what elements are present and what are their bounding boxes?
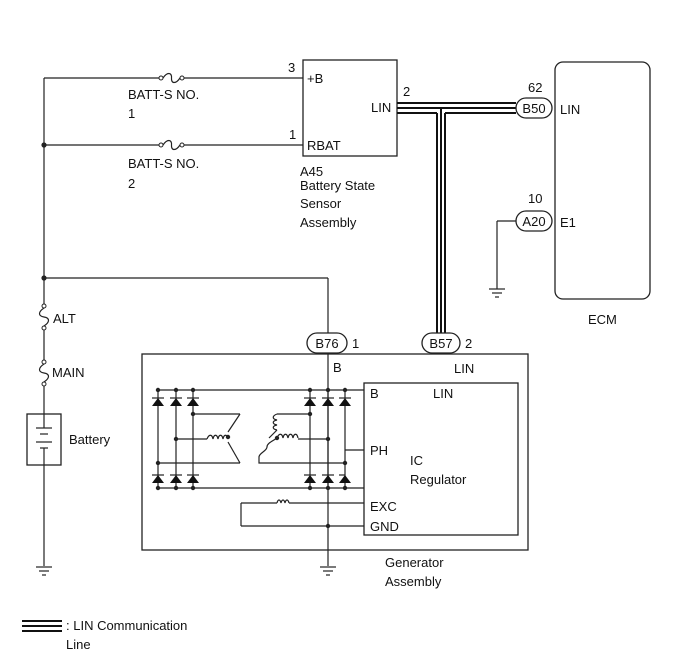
legend-text-line1: : LIN Communication	[66, 618, 187, 633]
ecm-e1-pin-number: 10	[528, 191, 542, 206]
supply-wiring	[41, 77, 329, 566]
sensor-pin-lin-number: 2	[403, 84, 410, 99]
sensor-pin-b-label: +B	[307, 71, 323, 86]
generator-b-label: B	[333, 360, 342, 375]
fuse-batt-s-no2: BATT-S NO. 2	[128, 139, 199, 191]
sensor-pin-b-number: 3	[288, 60, 295, 75]
sensor-pin-rbat-number: 1	[289, 127, 296, 142]
generator-lin-connector: B57	[429, 336, 452, 351]
fuse-main-label: MAIN	[52, 365, 85, 380]
ecm-lin-label: LIN	[560, 102, 580, 117]
regulator-pin-b-label: B	[370, 386, 379, 401]
fuse-main: MAIN	[38, 359, 85, 387]
regulator-name-line2: Regulator	[410, 472, 467, 487]
regulator-pin-lin-label: LIN	[433, 386, 453, 401]
battery-label: Battery	[69, 432, 111, 447]
fuse-batt-s-no2-number: 2	[128, 176, 135, 191]
field-coil	[240, 499, 364, 527]
ecm-e1-label: E1	[560, 215, 576, 230]
legend-text-line2: Line	[66, 637, 91, 652]
fuse-batt-s-no1-label: BATT-S NO.	[128, 87, 199, 102]
generator-b-connector: B76	[315, 336, 338, 351]
fuse-batt-s-no1-number: 1	[128, 106, 135, 121]
fuse-batt-s-no2-label: BATT-S NO.	[128, 156, 199, 171]
stator-winding-left	[206, 434, 231, 440]
generator-name-line2: Assembly	[385, 574, 442, 589]
sensor-name-line1: Battery State	[300, 178, 375, 193]
generator-lin-label: LIN	[454, 361, 474, 376]
ecm-lin-pin-number: 62	[528, 80, 542, 95]
generator-name-line1: Generator	[385, 555, 444, 570]
regulator-name-line1: IC	[410, 453, 423, 468]
battery-state-sensor: 3 +B 1 RBAT LIN 2 A45 Battery State Sens…	[288, 59, 410, 230]
ecm-e1-connector: A20	[522, 214, 545, 229]
legend: : LIN Communication Line	[22, 618, 187, 652]
sensor-name-line3: Assembly	[300, 215, 357, 230]
ecm-lin-connector: B50	[522, 101, 545, 116]
sensor-pin-rbat-label: RBAT	[307, 138, 341, 153]
sensor-code: A45	[300, 164, 323, 179]
ground-icon	[489, 288, 505, 298]
ground-icon	[36, 566, 52, 576]
ecm-label: ECM	[588, 312, 617, 327]
regulator-pin-exc-label: EXC	[370, 499, 397, 514]
generator-b-pin-number: 1	[352, 336, 359, 351]
rectifier-bridge-right	[260, 387, 351, 529]
generator-assembly: Generator Assembly B76 1 B B57 2 LIN	[141, 332, 529, 589]
ecm: ECM 62 B50 LIN 10 A20 E1	[496, 61, 651, 327]
generator-lin-pin-number: 2	[465, 336, 472, 351]
fuse-batt-s-no1: BATT-S NO. 1	[128, 72, 199, 121]
stator-winding-right	[258, 413, 299, 464]
regulator-pin-gnd-label: GND	[370, 519, 399, 534]
regulator-pin-ph-label: PH	[370, 443, 388, 458]
ground-icon	[320, 566, 336, 576]
fuse-alt: ALT	[38, 303, 76, 331]
sensor-name-line2: Sensor	[300, 196, 342, 211]
battery: Battery	[26, 413, 111, 466]
fuse-alt-label: ALT	[53, 311, 76, 326]
sensor-pin-lin-label: LIN	[371, 100, 391, 115]
ic-regulator: B LIN PH EXC GND IC Regulator	[345, 382, 519, 536]
